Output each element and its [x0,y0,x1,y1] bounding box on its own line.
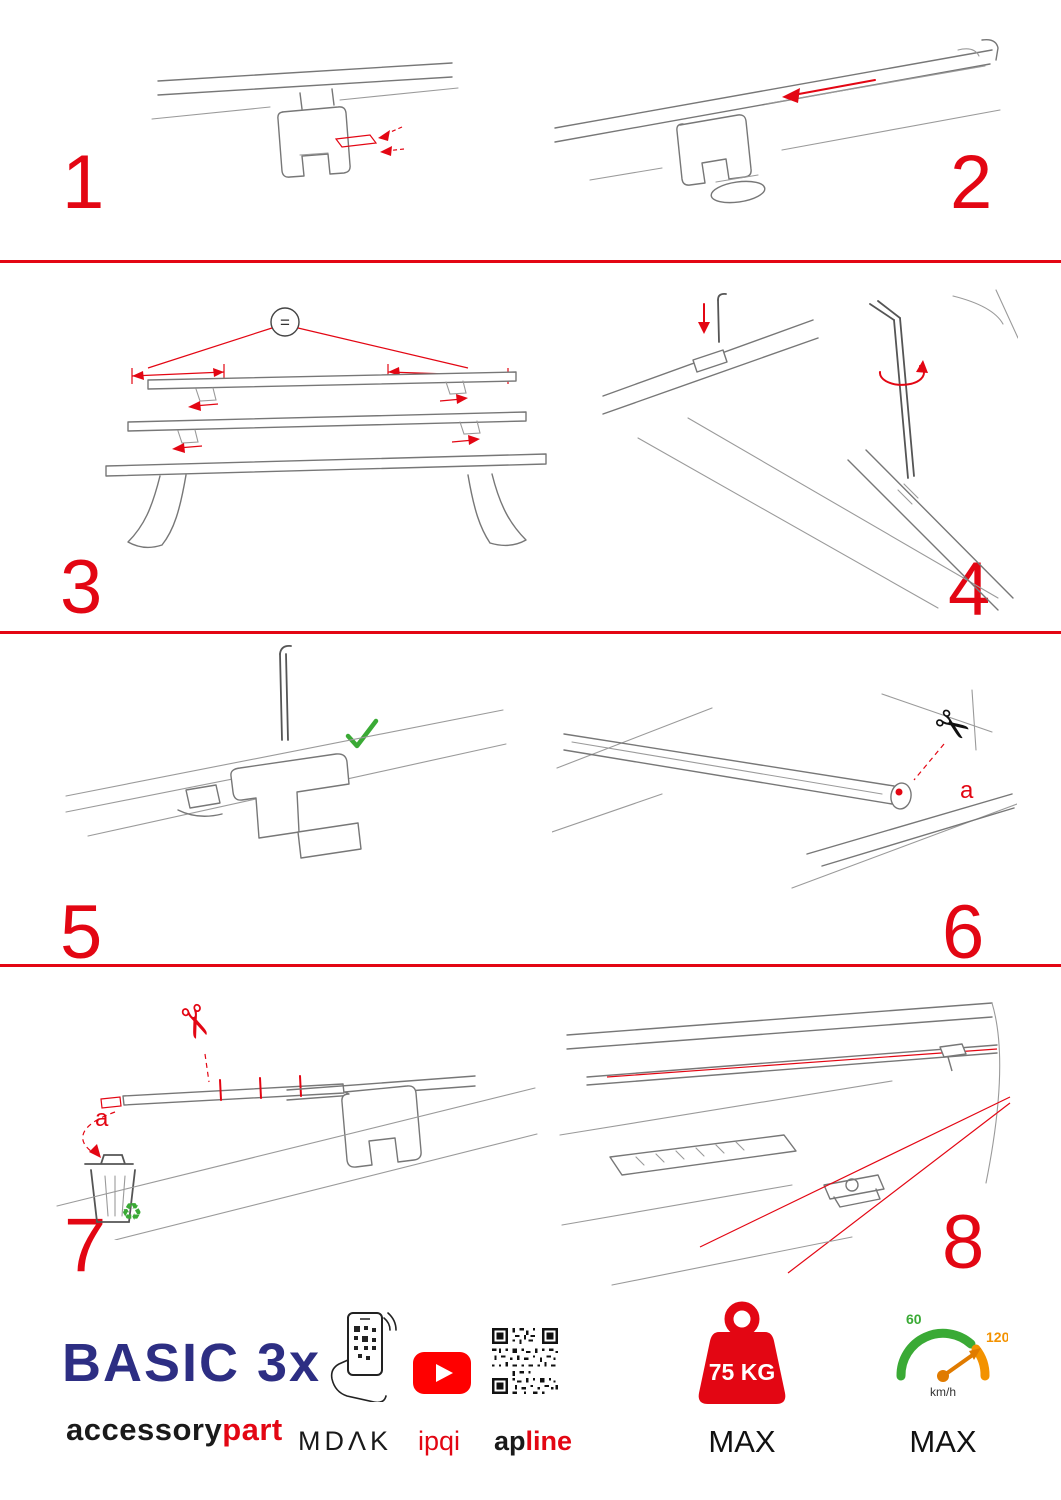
crossbar-2 [127,411,527,432]
step-1-number: 1 [62,140,105,225]
step-4-illustration [598,278,1018,623]
rubber-pad-outline [334,134,378,148]
step-3-illustration: = [48,282,568,550]
logo-apline: apline [494,1426,572,1457]
svg-text:=: = [280,313,290,332]
weight-value: 75 KG [709,1359,775,1385]
step-2-number: 2 [950,140,993,225]
scissors-icon: ✂ [165,997,224,1048]
section-divider-3 [0,964,1061,967]
brand-black: accessory [66,1412,223,1447]
cut-label: a [960,777,974,804]
speed-low-label: 60 [906,1311,922,1327]
step-7-illustration: ✂ a ♻ [45,988,540,1240]
foot-left [127,474,187,549]
recycle-icon: ♻ [121,1199,143,1226]
crossbar-3 [105,453,547,477]
section-divider-1 [0,260,1061,263]
step-5-illustration [58,640,513,902]
locking-rod [279,653,283,741]
speed-unit-label: km/h [930,1385,956,1399]
speedometer-icon: 60 120 km/h [878,1298,1008,1412]
rubber-strip-end [895,788,903,796]
product-name: BASIC 3x [62,1333,322,1393]
rotation-arrow-icon [878,365,925,386]
step-7-number: 7 [64,1203,107,1288]
section-divider-2 [0,631,1061,634]
step-1-illustration [150,55,460,240]
brand-logo: accessorypart [66,1412,283,1448]
apline-red: line [525,1426,573,1456]
scissors-icon: ✂ [925,696,981,755]
step-6-illustration: ✂ a [552,682,1017,914]
step-3-number: 3 [60,545,103,630]
trash-icon [84,1154,136,1223]
apline-black: ap [494,1426,526,1456]
equal-spacing-badge [270,307,300,337]
speed-max-label: MAX [909,1424,977,1459]
foot-right [467,473,527,547]
phone-qr-icon [318,1310,398,1402]
speed-high-label: 120 [986,1329,1008,1345]
step-8-number: 8 [942,1200,985,1285]
weight-max-label: MAX [708,1424,776,1459]
down-arrow-icon [698,322,710,334]
max-weight-icon: 75 KG [682,1296,802,1420]
step-8-illustration [552,985,1017,1293]
logo-ipqi: ipqi [418,1426,461,1456]
cut-label: a [95,1105,109,1132]
check-icon [345,718,379,749]
brand-red: part [222,1412,283,1447]
slide-arrow-icon [787,79,876,97]
step-5-number: 5 [60,890,103,975]
t-bolt [823,1174,885,1208]
qr-code [492,1328,558,1394]
step-2-illustration [530,28,1010,233]
locking-pin [717,299,720,343]
youtube-icon [413,1352,471,1394]
insert-arrow-icon [378,130,390,141]
excess-strip [122,1083,345,1106]
allen-key [869,300,901,321]
logo-mdak: MDΛK [298,1426,393,1456]
crossbar-1 [147,371,517,390]
step-6-number: 6 [942,890,985,975]
